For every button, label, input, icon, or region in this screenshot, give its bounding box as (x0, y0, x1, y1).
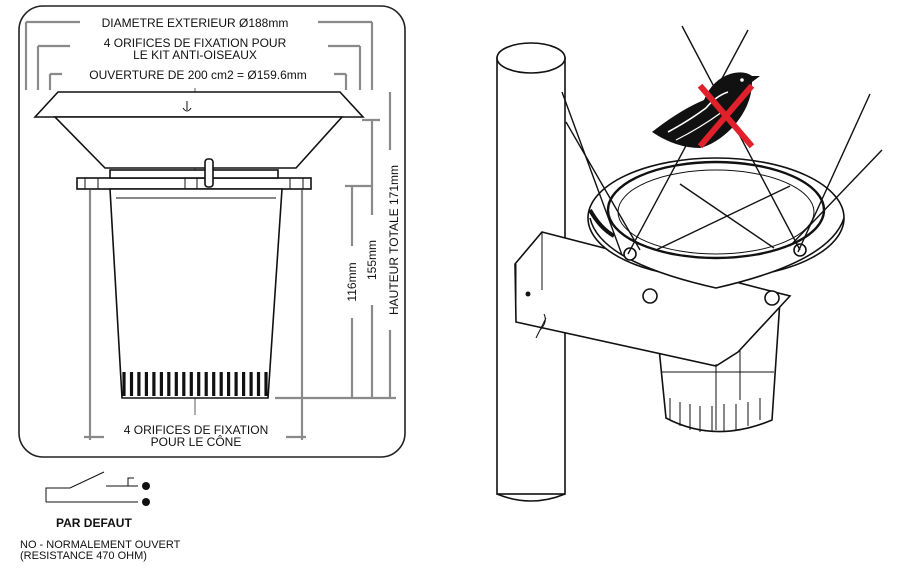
grille-slot (264, 372, 268, 396)
bird-kit-holes-label-line1: 4 ORIFICES DE FIXATION POUR (104, 36, 287, 50)
grille-slot (137, 372, 141, 396)
grille-slot (182, 372, 186, 396)
total-height-dimension: HAUTEUR TOTALE 171mm (275, 92, 401, 400)
height-155-label: 155mm (365, 240, 379, 280)
grille-slot (219, 372, 223, 396)
flange-collar (109, 169, 279, 179)
terminal-dot-bottom (142, 498, 150, 506)
cone-holes-dimension: 4 ORIFICES DE FIXATION POUR LE CÔNE (84, 423, 306, 449)
funnel-cone (53, 116, 344, 169)
bird-kit-holes-dimension: 4 ORIFICES DE FIXATION POUR LE KIT ANTI-… (36, 36, 362, 90)
collector-cylinder (109, 188, 283, 399)
funnel-rim (33, 91, 365, 118)
flange-plate (76, 177, 312, 190)
dimension-panel: DIAMETRE EXTERIEUR Ø188mm 4 ORIFICES DE … (18, 5, 406, 458)
grille-slot (197, 372, 201, 396)
grille-slot (189, 372, 193, 396)
grille-slot (204, 372, 208, 396)
outer-diameter-dimension: DIAMETRE EXTERIEUR Ø188mm (24, 16, 374, 90)
grille-slot (152, 372, 156, 396)
grille-slot (227, 372, 231, 396)
total-height-label: HAUTEUR TOTALE 171mm (387, 165, 401, 315)
grille-slot (129, 372, 134, 396)
grille-slot (174, 372, 178, 396)
grille-slot (122, 372, 126, 396)
grille-slot (242, 372, 246, 396)
grille-slot (167, 372, 171, 396)
grille-slot (159, 372, 163, 396)
grille-slot (249, 372, 253, 396)
prohibited-cross-icon (697, 83, 755, 149)
gauge-funnel (587, 157, 845, 289)
height-116-dimension: 116mm (345, 184, 372, 398)
height-116-label: 116mm (345, 262, 359, 301)
collector-body (109, 188, 283, 399)
mounted-gauge-illustration (496, 25, 883, 502)
resistance-label: (RESISTANCE 470 OHM) (20, 550, 147, 562)
fixing-knob-right (764, 290, 780, 306)
drain-grille (122, 372, 268, 396)
funnel (33, 91, 365, 169)
opening-label: OUVERTURE DE 200 cm2 = Ø159.6mm (89, 68, 307, 82)
fixing-knob-left (642, 288, 658, 304)
grille-slot (212, 372, 216, 396)
default-state-title: PAR DEFAUT (56, 516, 132, 530)
cone-holes-label-line2: POUR LE CÔNE (151, 434, 242, 449)
mounting-flange (76, 158, 312, 190)
normally-open-label: NO - NORMALEMENT OUVERT (20, 539, 181, 551)
switch-symbol (45, 471, 150, 506)
opening-dimension: OUVERTURE DE 200 cm2 = Ø159.6mm (48, 68, 348, 90)
flange-pin (204, 158, 214, 188)
anti-bird-spikes (561, 25, 883, 256)
bird-icon (652, 72, 760, 148)
grille-slot (256, 372, 261, 396)
grille-slot (144, 372, 148, 396)
cone-holes-guides (88, 190, 304, 440)
height-155-dimension: 155mm (362, 118, 380, 398)
outer-diameter-label: DIAMETRE EXTERIEUR Ø188mm (102, 16, 289, 30)
bird-kit-holes-label-line2: LE KIT ANTI-OISEAUX (133, 48, 257, 62)
grille-slot (234, 372, 238, 396)
cone-holes-label-line1: 4 ORIFICES DE FIXATION (124, 423, 268, 437)
terminal-dot-top (142, 482, 150, 490)
